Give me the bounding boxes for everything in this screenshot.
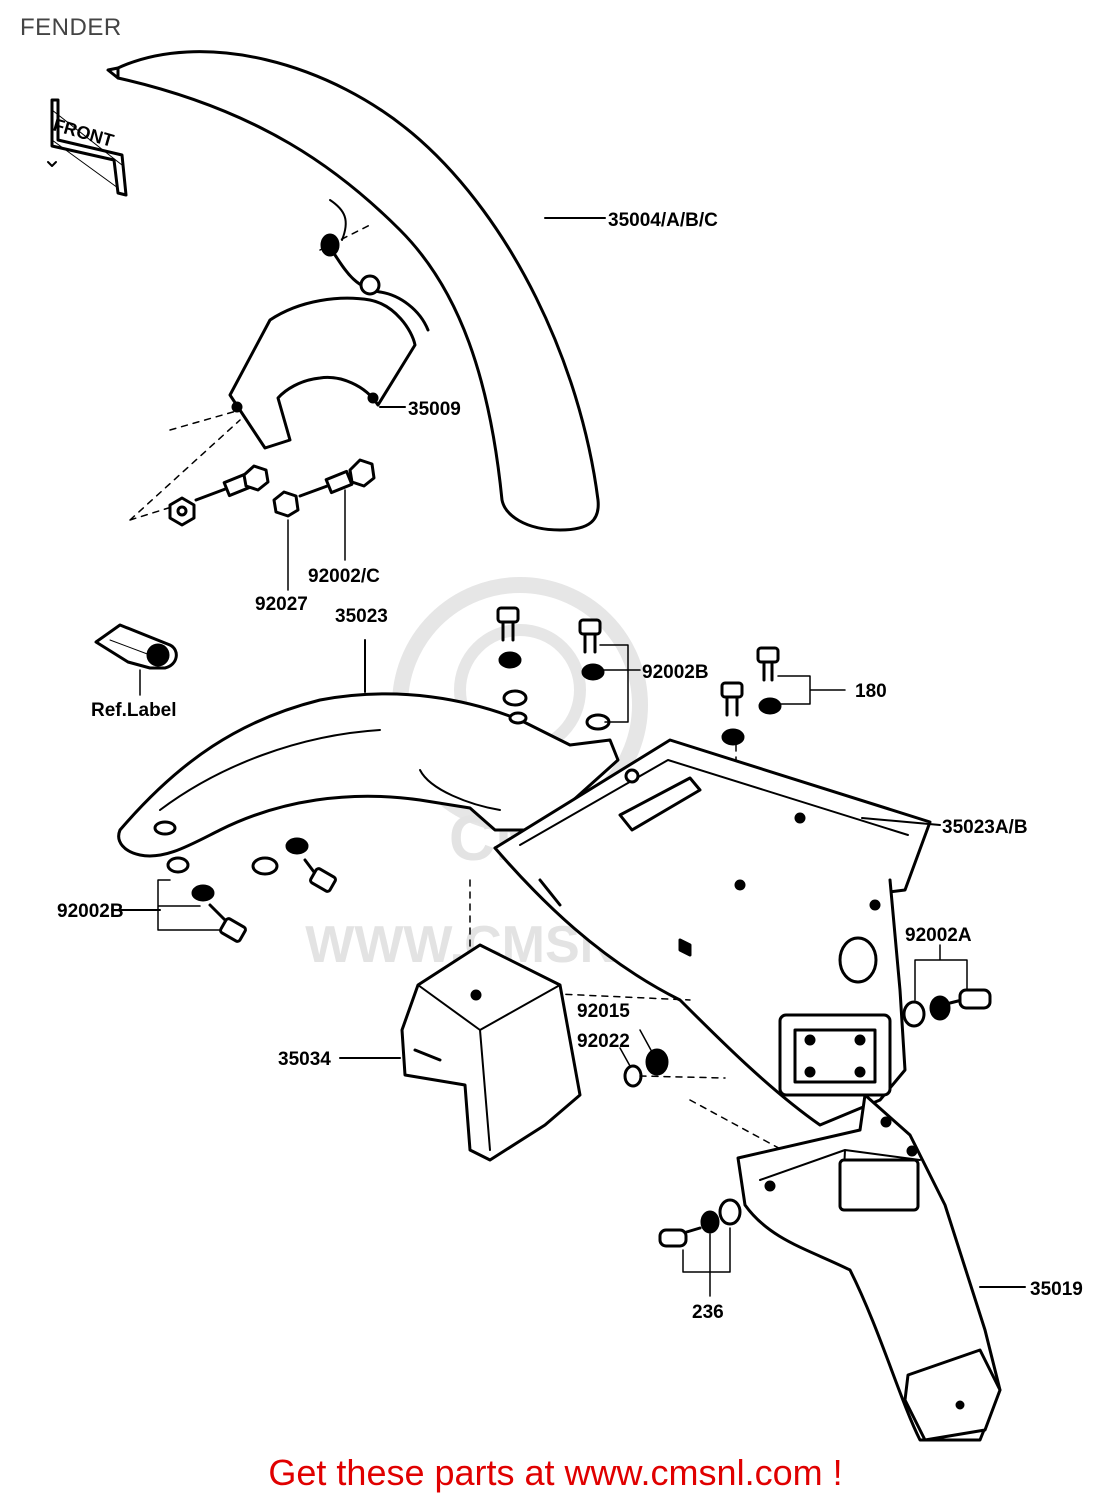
label-35023: 35023 bbox=[335, 606, 388, 627]
rear-fender-front bbox=[117, 692, 620, 858]
front-direction-tag: FRONT bbox=[47, 98, 128, 197]
label-92002c: 92002/C bbox=[308, 566, 380, 587]
rear-mudflap bbox=[736, 1093, 1002, 1442]
leader-lines bbox=[111, 217, 1026, 1288]
label-35004: 35004/A/B/C bbox=[608, 210, 718, 231]
rear-fender-top-hardware bbox=[496, 606, 641, 731]
label-35009: 35009 bbox=[408, 399, 461, 420]
label-92002b-left: 92002B bbox=[57, 901, 124, 922]
front-fender-hardware bbox=[168, 458, 376, 591]
label-92022: 92022 bbox=[577, 1031, 630, 1052]
hardware-92015-92022 bbox=[619, 1029, 726, 1088]
page-title: FENDER bbox=[20, 14, 122, 41]
label-92015: 92015 bbox=[577, 1001, 630, 1022]
part-labels: 35004/A/B/C 35009 92002/C 92027 35023 92… bbox=[57, 210, 1083, 1323]
label-35023ab: 35023A/B bbox=[942, 817, 1028, 838]
tail-plate-bracket bbox=[400, 943, 582, 1162]
label-92002a: 92002A bbox=[905, 925, 972, 946]
label-35019: 35019 bbox=[1030, 1279, 1083, 1300]
label-35034: 35034 bbox=[278, 1049, 331, 1070]
ref-label-sticker bbox=[94, 623, 178, 696]
hardware-236 bbox=[658, 1198, 742, 1297]
front-fender-bracket bbox=[169, 253, 430, 450]
label-92002b-top: 92002B bbox=[642, 662, 709, 683]
hardware-92002a bbox=[902, 944, 992, 1028]
rear-fender-mid bbox=[469, 738, 932, 1166]
rear-fender-side-hardware bbox=[157, 837, 337, 943]
front-fender bbox=[106, 50, 600, 532]
label-236: 236 bbox=[692, 1302, 724, 1323]
footer-promo-text[interactable]: Get these parts at www.cmsnl.com ! bbox=[268, 1452, 843, 1493]
label-180: 180 bbox=[855, 681, 887, 702]
ref-label-text: Ref.Label bbox=[91, 700, 177, 721]
label-92027: 92027 bbox=[255, 594, 308, 615]
